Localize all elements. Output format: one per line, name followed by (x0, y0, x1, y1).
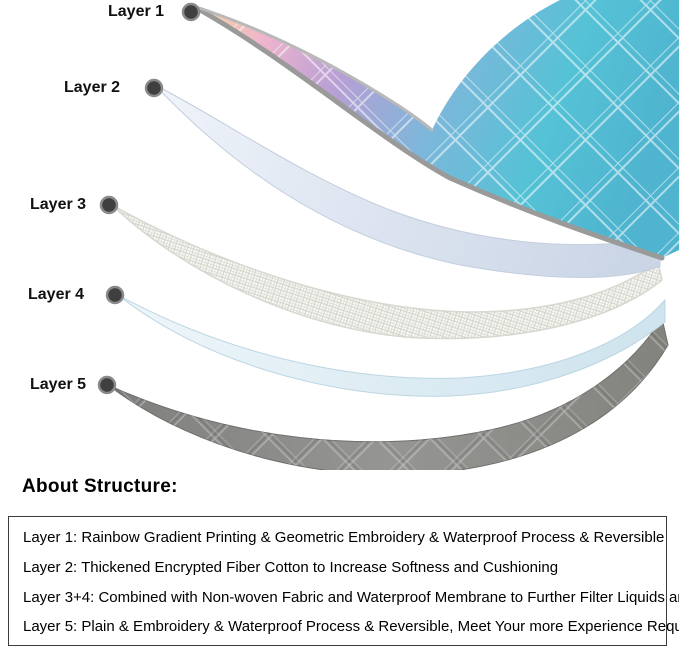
layer-3-label: Layer 3 (30, 196, 87, 213)
about-structure-heading: About Structure: (22, 476, 178, 497)
layer-5-shape (107, 316, 669, 470)
layer-4-label: Layer 4 (28, 286, 85, 303)
about-structure-box: Layer 1: Rainbow Gradient Printing & Geo… (8, 516, 679, 646)
layer-4-marker (105, 285, 125, 305)
about-line-layer-2: Layer 2: Thickened Encrypted Fiber Cotto… (23, 558, 559, 576)
layer-2-marker (144, 78, 164, 98)
layer-5-marker (97, 375, 117, 395)
layer-5-label: Layer 5 (30, 376, 87, 393)
about-line-layer-5: Layer 5: Plain & Embroidery & Waterproof… (23, 618, 679, 636)
layer-1-top-edge (191, 4, 434, 132)
layer-3-marker (99, 195, 119, 215)
layer-4-shape (117, 294, 666, 397)
layer-3-shape (111, 204, 663, 340)
layer-1-edge (190, 3, 665, 261)
about-line-layer-1: Layer 1: Rainbow Gradient Printing & Geo… (23, 529, 665, 546)
layer-1-shape (190, 0, 679, 261)
layer-2-label: Layer 2 (64, 79, 121, 96)
layers-illustration (97, 0, 679, 470)
about-line-layer-3-4: Layer 3+4: Combined with Non-woven Fabri… (23, 588, 679, 606)
layer-1-label: Layer 1 (108, 3, 165, 20)
layer-1-marker (181, 2, 201, 22)
layer-2-shape (154, 84, 661, 278)
